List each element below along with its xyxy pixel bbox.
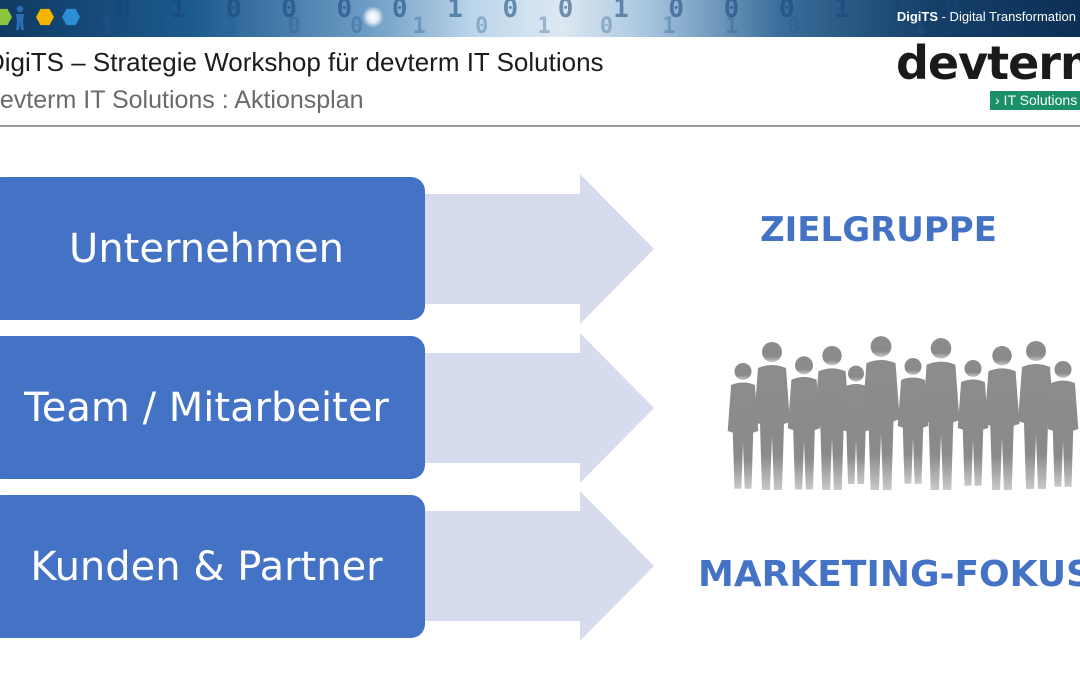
top-banner: 0 0 1 0 0 0 0 1 0 0 1 0 0 0 1 1 0 1 0 1 … <box>0 0 1080 37</box>
hexagon-blue-icon <box>62 8 80 26</box>
arrow-shape-2 <box>420 333 654 483</box>
brand-tagline: - Digital Transformation <box>938 9 1076 24</box>
person-icon <box>16 5 24 30</box>
hexagon-green-icon <box>0 8 12 26</box>
slide-subtitle: devterm IT Solutions : Aktionsplan <box>0 86 364 114</box>
marketing-fokus-heading: MARKETING-FOKUS <box>698 554 1080 595</box>
binary-digits-row: 0 0 1 0 0 0 0 1 0 0 1 0 0 0 1 1 0 <box>60 0 973 24</box>
brand-label: DigiTS - Digital Transformation <box>897 9 1076 24</box>
slide-title: DigiTS – Strategie Workshop für devterm … <box>0 47 604 77</box>
box-label: Unternehmen <box>69 225 344 272</box>
box-unternehmen: Unternehmen <box>0 177 425 320</box>
zielgruppe-heading: ZIELGRUPPE <box>760 210 997 250</box>
box-label: Kunden & Partner <box>30 543 383 590</box>
glow-spot-icon <box>362 6 384 28</box>
box-label: Team / Mitarbeiter <box>24 384 389 431</box>
box-team-mitarbeiter: Team / Mitarbeiter <box>0 336 425 479</box>
devterm-logo-tag: › IT Solutions <box>990 91 1080 110</box>
devterm-logo-word: devterm <box>896 36 1080 90</box>
people-crowd-icon <box>727 336 1079 490</box>
arrow-shape-1 <box>420 174 654 324</box>
box-kunden-partner: Kunden & Partner <box>0 495 425 638</box>
arrow-shape-3 <box>420 491 654 641</box>
hexagon-yellow-icon <box>36 8 54 26</box>
header-divider <box>0 125 1080 127</box>
brand-name: DigiTS <box>896 9 938 24</box>
binary-digits-row-secondary: 1 0 1 0 0 1 0 1 0 1 1 0 0 1 <box>100 14 944 37</box>
